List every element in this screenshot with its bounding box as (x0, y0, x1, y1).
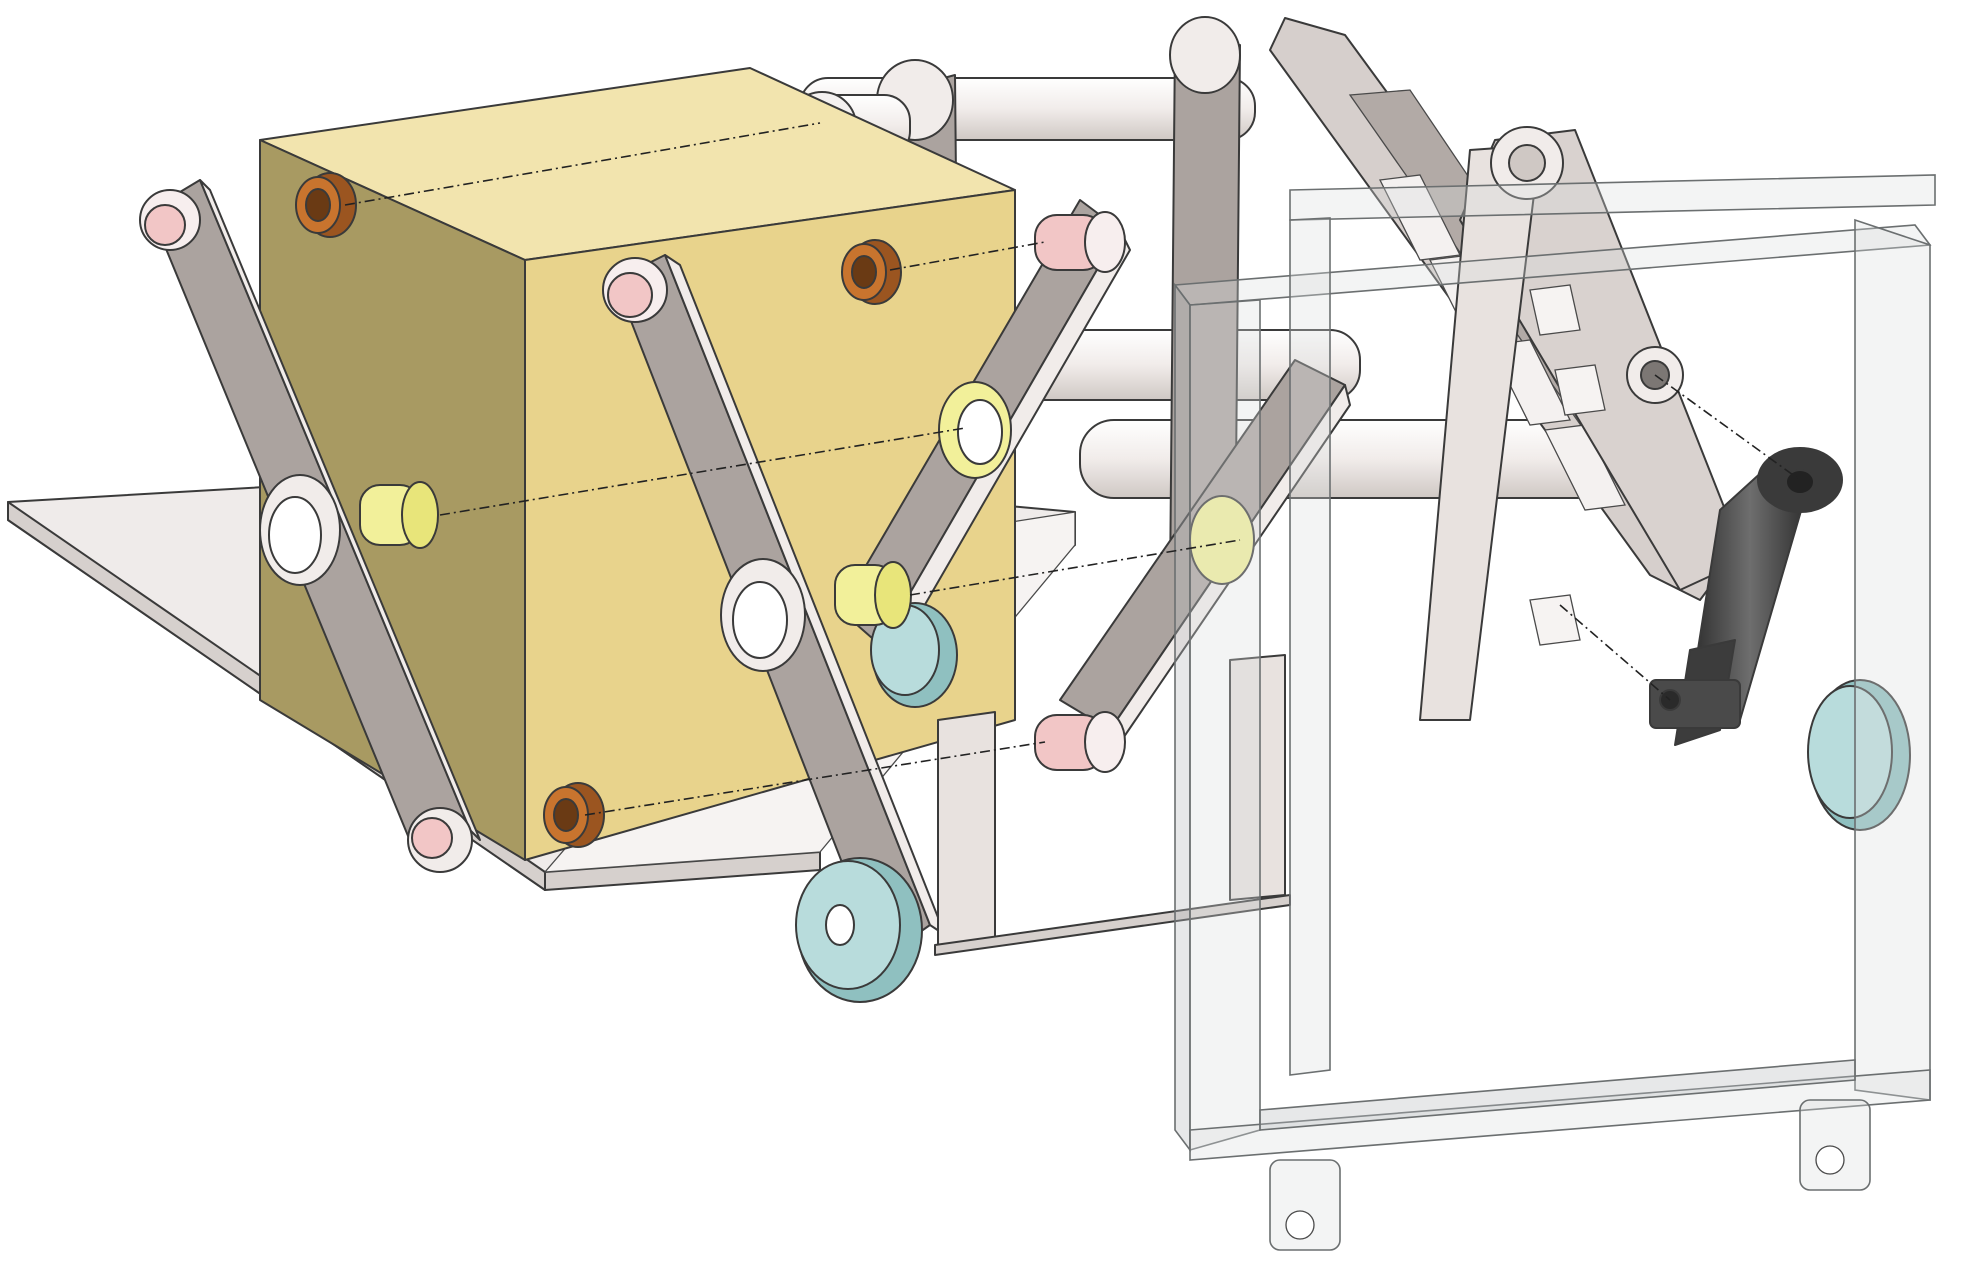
axis-line-1 (344, 122, 821, 206)
axis-line-2 (889, 241, 1046, 271)
middle-link (602, 254, 946, 961)
plate-brackets (934, 654, 1291, 956)
left-link (139, 179, 481, 873)
axis-line-4 (909, 539, 1241, 596)
bronze-bushing-top-left (295, 172, 357, 238)
axis-line-5 (584, 741, 1046, 816)
pink-pin-bottom (1034, 711, 1126, 773)
frame-mount-tab-right (1799, 1099, 1871, 1191)
bronze-bushing-mid (841, 239, 902, 305)
transparent-frame (1173, 174, 1936, 1251)
roller-right (1807, 679, 1911, 831)
pink-pins (1034, 211, 1126, 773)
actuator (1649, 447, 1843, 746)
bronze-bushings (295, 172, 902, 848)
pink-pin-top (1034, 211, 1126, 273)
frame-mount-tab-left (1269, 1159, 1341, 1251)
yellow-bushing-left (359, 481, 439, 549)
lattice-link (1269, 17, 1746, 721)
axis-line-7 (1559, 604, 1671, 701)
axis-lines (344, 122, 1801, 816)
axis-line-3 (439, 427, 966, 516)
yellow-bushing-middle (834, 561, 912, 629)
diagonal-link-upper (839, 199, 1131, 666)
yellow-bushings (359, 481, 912, 629)
bronze-bushing-bottom (543, 782, 605, 848)
roller-front (795, 857, 923, 1003)
axis-line-6 (1654, 374, 1801, 481)
